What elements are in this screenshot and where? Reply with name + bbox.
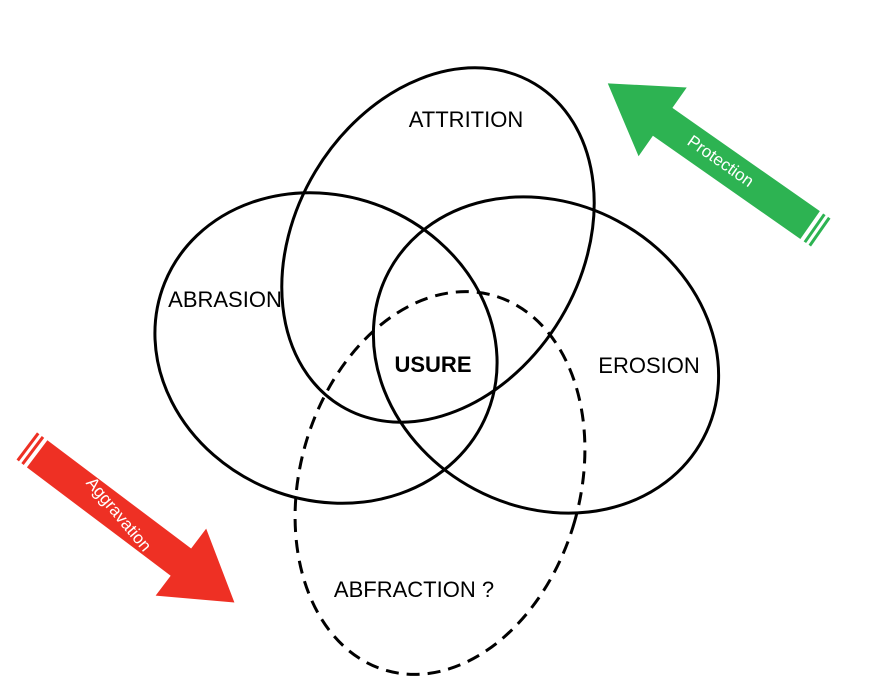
abfraction-label: ABFRACTION ? bbox=[334, 577, 494, 602]
abrasion-ellipse bbox=[153, 191, 499, 505]
protection-arrow-stripe bbox=[803, 213, 826, 244]
center-label: USURE bbox=[394, 352, 471, 377]
abfraction-ellipse bbox=[293, 290, 587, 676]
protection-arrow-stripe bbox=[808, 216, 831, 247]
attrition-ellipse bbox=[280, 66, 596, 424]
aggravation-arrow-stripe bbox=[21, 436, 45, 465]
aggravation-arrow-stripe bbox=[16, 432, 40, 462]
protection-arrow-shape bbox=[607, 83, 820, 240]
protection-arrow bbox=[607, 83, 831, 247]
aggravation-arrow bbox=[16, 432, 235, 603]
erosion-label: EROSION bbox=[598, 353, 699, 378]
abrasion-label: ABRASION bbox=[168, 287, 282, 312]
attrition-label: ATTRITION bbox=[409, 107, 523, 132]
erosion-ellipse bbox=[371, 195, 721, 515]
aggravation-arrow-shape bbox=[26, 440, 235, 603]
